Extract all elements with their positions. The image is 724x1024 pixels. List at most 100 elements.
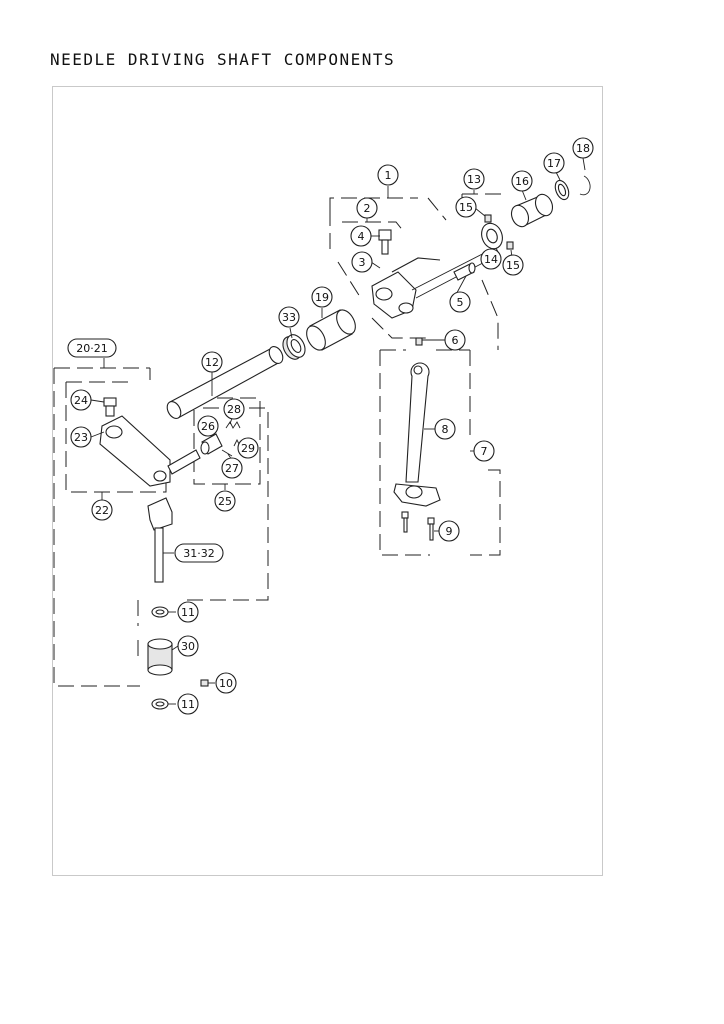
svg-text:8: 8: [442, 423, 449, 436]
svg-text:11: 11: [181, 606, 195, 619]
callout-29: 29: [237, 437, 259, 459]
svg-text:6: 6: [452, 334, 459, 347]
part-5-pin: [453, 262, 476, 281]
callout-15-a: 15: [455, 196, 477, 218]
part-15-set-screw-a: [484, 214, 492, 223]
part-8-connecting-rod: [393, 362, 441, 507]
part-14-collar: [481, 222, 503, 250]
svg-text:11: 11: [181, 698, 195, 711]
svg-text:20·21: 20·21: [76, 342, 108, 355]
svg-text:19: 19: [315, 291, 329, 304]
part-28-spring: [225, 421, 241, 429]
callout-11-b: 11: [177, 693, 199, 715]
callout-4: 4: [350, 225, 372, 247]
callout-33: 33: [278, 306, 300, 328]
callout-1: 1: [377, 164, 399, 186]
svg-text:13: 13: [467, 173, 481, 186]
part-9-bolt-b: [427, 517, 435, 541]
svg-text:2: 2: [364, 202, 371, 215]
callout-7: 7: [473, 440, 495, 462]
callout-10: 10: [215, 672, 237, 694]
part-9-bolt-a: [401, 511, 409, 533]
callout-22: 22: [91, 499, 113, 521]
part-12-shaft: [166, 346, 284, 419]
svg-text:18: 18: [576, 142, 590, 155]
callout-8: 8: [434, 418, 456, 440]
part-11-washer-b: [151, 698, 169, 710]
part-6-screw: [415, 337, 423, 346]
svg-text:9: 9: [446, 525, 453, 538]
assembly-bracket-1: [329, 197, 499, 350]
svg-text:23: 23: [74, 431, 88, 444]
svg-text:28: 28: [227, 403, 241, 416]
svg-text:15: 15: [506, 259, 520, 272]
assembly-bracket-20-21: [53, 367, 269, 687]
callout-19: 19: [311, 286, 333, 308]
callout-6: 6: [444, 329, 466, 351]
svg-text:27: 27: [225, 462, 239, 475]
svg-text:22: 22: [95, 504, 109, 517]
callout-16: 16: [511, 170, 533, 192]
callout-13: 13: [463, 168, 485, 190]
callout-3: 3: [351, 251, 373, 273]
callout-15-b: 15: [502, 254, 524, 276]
callout-23: 23: [70, 426, 92, 448]
part-24-bolt: [103, 397, 117, 417]
part-19-bushing: [306, 309, 356, 351]
part-10-screw: [200, 679, 209, 687]
leader-lines: [90, 157, 586, 705]
part-11-washer-a: [151, 606, 169, 618]
callout-20-21: 20·21: [67, 338, 117, 358]
callout-18: 18: [572, 137, 594, 159]
svg-text:1: 1: [385, 169, 392, 182]
callout-9: 9: [438, 520, 460, 542]
svg-text:4: 4: [358, 230, 365, 243]
callout-31-32: 31·32: [174, 543, 224, 563]
page-title: NEEDLE DRIVING SHAFT COMPONENTS: [50, 50, 396, 69]
svg-text:25: 25: [218, 495, 232, 508]
callout-5: 5: [449, 291, 471, 313]
svg-text:31·32: 31·32: [183, 547, 215, 560]
callout-28: 28: [223, 398, 245, 420]
assembly-bracket-2: [342, 221, 405, 233]
callout-12: 12: [201, 351, 223, 373]
callout-2: 2: [356, 197, 378, 219]
callout-25: 25: [214, 490, 236, 512]
svg-text:10: 10: [219, 677, 233, 690]
svg-text:15: 15: [459, 201, 473, 214]
svg-text:5: 5: [457, 296, 464, 309]
svg-text:17: 17: [547, 157, 561, 170]
part-33-ring: [282, 334, 306, 360]
svg-text:26: 26: [201, 420, 215, 433]
part-18-snap-ring: [579, 175, 591, 196]
callout-11-a: 11: [177, 601, 199, 623]
svg-text:14: 14: [484, 253, 498, 266]
part-23-lever: [99, 415, 201, 487]
part-30-block: [147, 638, 173, 676]
callout-27: 27: [221, 457, 243, 479]
svg-text:7: 7: [481, 445, 488, 458]
part-27-screw: [221, 449, 233, 457]
callout-30: 30: [177, 635, 199, 657]
diagram-frame: [52, 86, 603, 876]
part-31-32-link: [147, 497, 173, 583]
svg-text:12: 12: [205, 356, 219, 369]
part-17-washer: [554, 179, 570, 201]
part-26-collar: [200, 433, 223, 455]
callout-14: 14: [480, 248, 502, 270]
svg-text:3: 3: [359, 256, 366, 269]
part-16-sleeve: [510, 193, 554, 228]
svg-text:30: 30: [181, 640, 195, 653]
assembly-bracket-7: [379, 349, 501, 556]
callout-17: 17: [543, 152, 565, 174]
part-4-screw: [378, 229, 392, 255]
svg-text:29: 29: [241, 442, 255, 455]
part-15-set-screw-b: [506, 241, 514, 250]
callout-26: 26: [197, 415, 219, 437]
assembly-bracket-25: [193, 397, 261, 485]
svg-text:33: 33: [282, 311, 296, 324]
part-3-crank: [371, 257, 441, 319]
callout-24: 24: [70, 389, 92, 411]
svg-text:16: 16: [515, 175, 529, 188]
